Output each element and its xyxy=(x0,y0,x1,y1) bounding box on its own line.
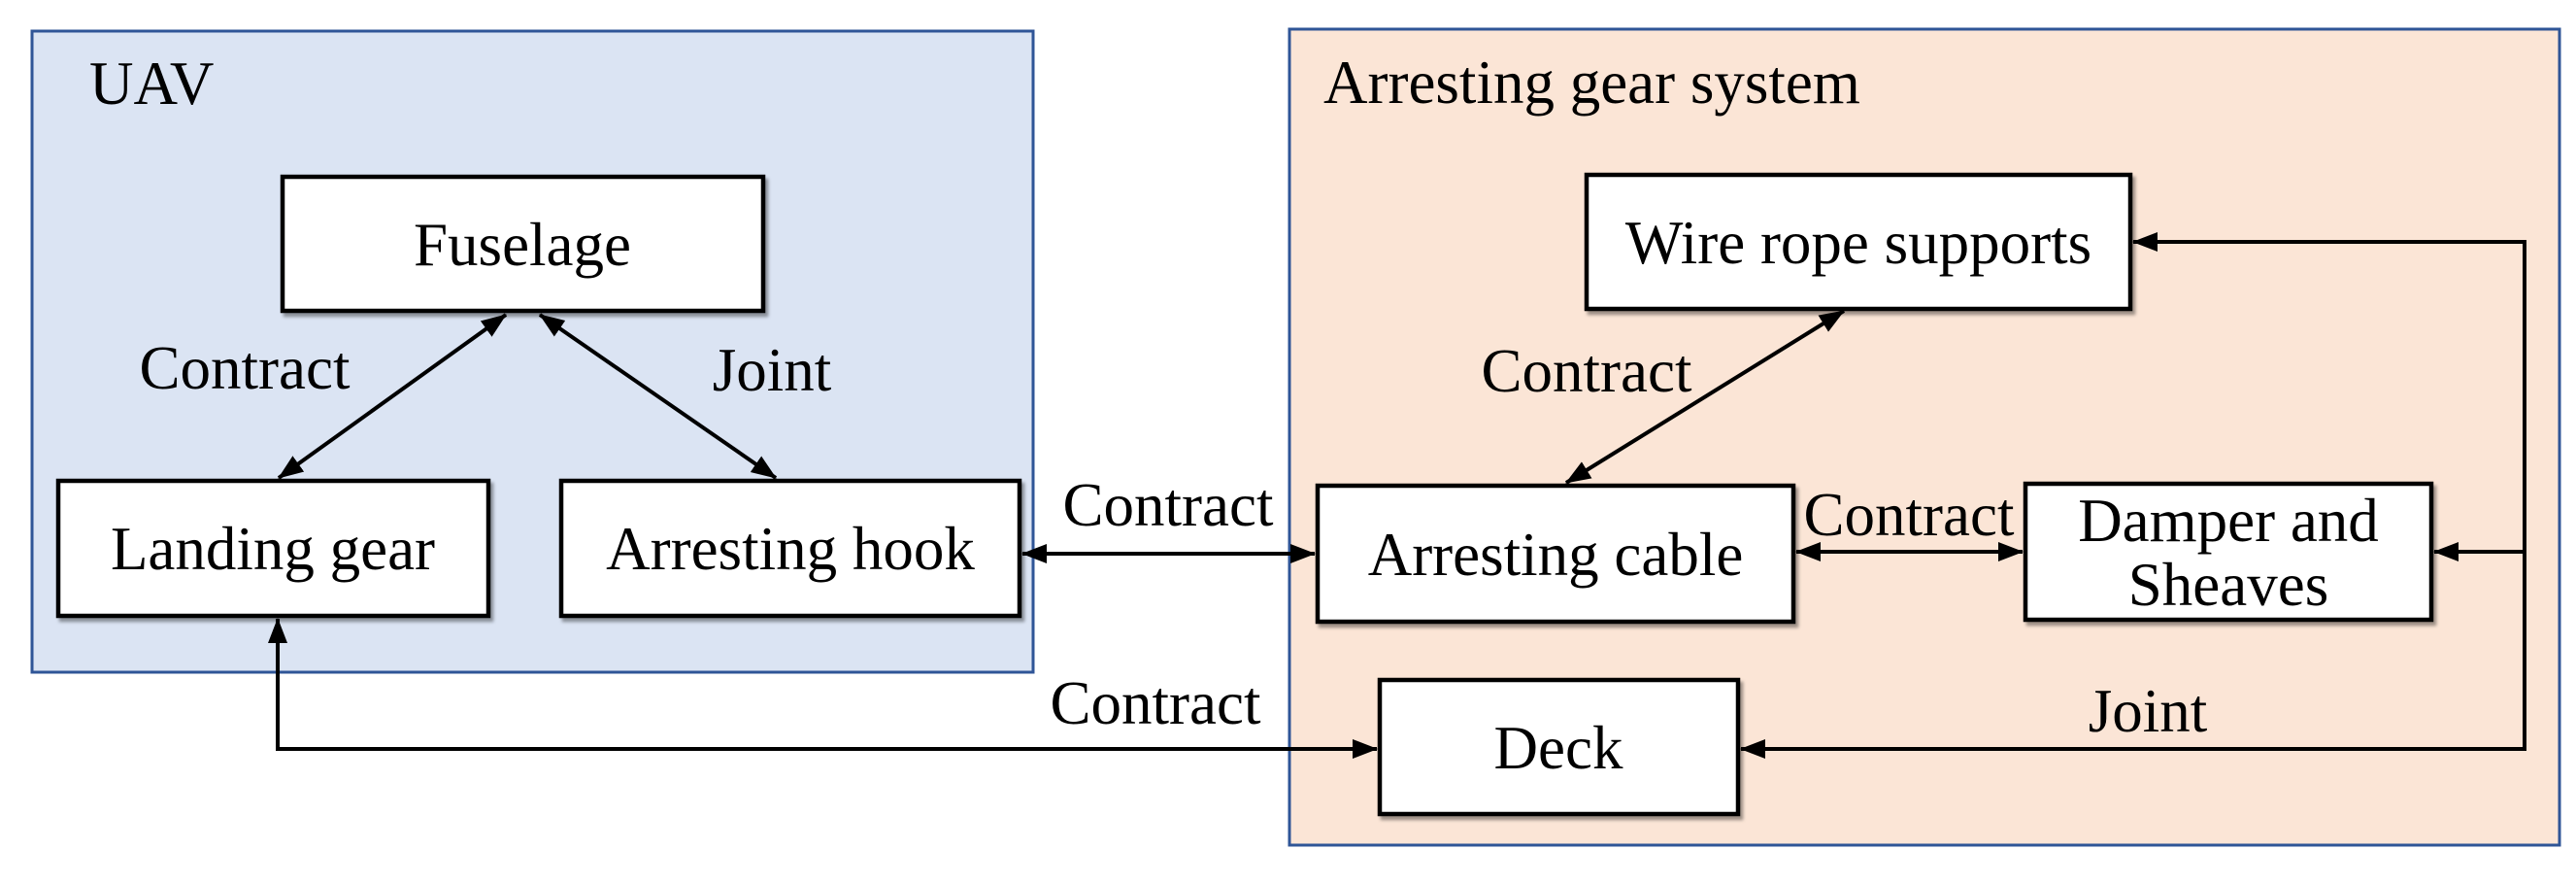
edge-label-arresting-cable-wire-rope-supports: Contract xyxy=(1482,337,1692,405)
node-fuselage-label: Fuselage xyxy=(414,211,631,279)
node-arresting-cable-label: Arresting cable xyxy=(1368,521,1744,589)
edge-label-arresting-cable-damper: Contract xyxy=(1804,481,2015,549)
node-arresting-cable xyxy=(1315,483,1796,625)
edge-label-landing-gear-deck: Contract xyxy=(1051,669,1261,737)
node-deck xyxy=(1377,677,1741,817)
edge-fuselage-landing-gear xyxy=(277,313,508,480)
node-wire-rope-supports-label: Wire rope supports xyxy=(1625,209,2091,277)
edge-label-fuselage-arresting-hook: Joint xyxy=(713,336,832,404)
arresting-gear-group-label: Arresting gear system xyxy=(1323,49,1860,117)
uav-group-label: UAV xyxy=(89,50,214,118)
node-deck-label: Deck xyxy=(1494,714,1623,782)
node-landing-gear-label: Landing gear xyxy=(111,515,435,583)
edge-label-deck-rail-joint: Joint xyxy=(2089,677,2208,745)
node-damper-and-sheaves xyxy=(2023,481,2434,623)
node-damper-and-sheaves-label-line2: Sheaves xyxy=(2128,551,2328,619)
node-arresting-hook-label: Arresting hook xyxy=(606,515,975,583)
node-arresting-hook xyxy=(558,478,1022,619)
node-fuselage xyxy=(280,174,766,314)
edge-rail-wire-rope-to-deck xyxy=(1740,232,2526,759)
edge-landing-gear-deck xyxy=(268,618,1378,759)
node-wire-rope-supports xyxy=(1584,172,2133,312)
edge-fuselage-arresting-hook xyxy=(538,313,778,480)
node-damper-and-sheaves-label-line1: Damper and xyxy=(2078,487,2379,555)
edge-label-arresting-hook-arresting-cable: Contract xyxy=(1063,471,1274,539)
edge-label-fuselage-landing-gear: Contract xyxy=(140,334,351,402)
node-landing-gear xyxy=(55,478,491,619)
